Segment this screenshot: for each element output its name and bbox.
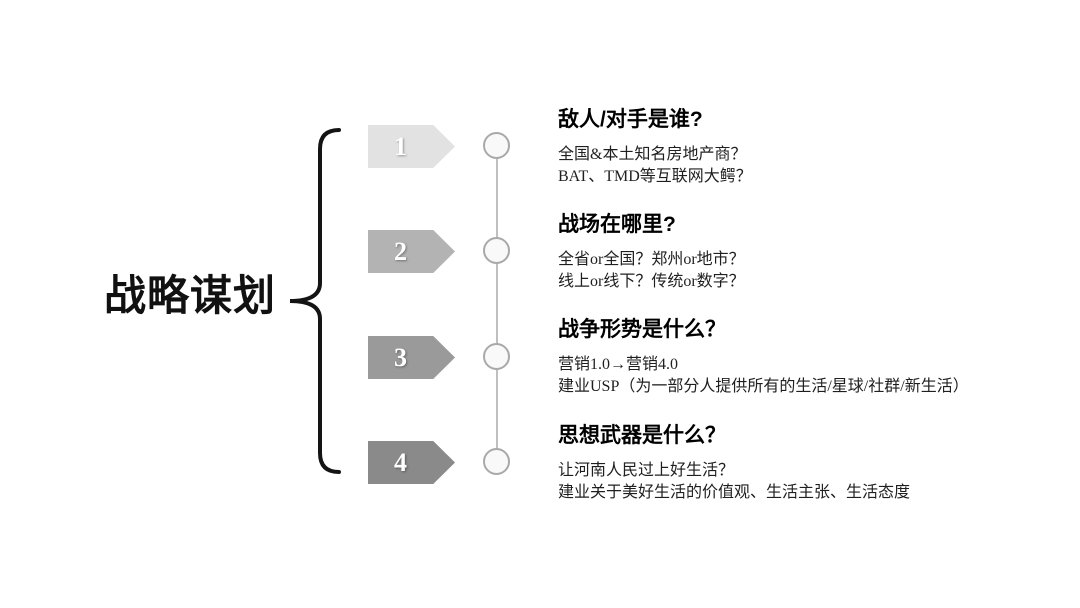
timeline-node-1 <box>483 132 510 159</box>
step-number-4: 4 <box>394 447 407 477</box>
step-detail-line: 营销1.0→营销4.0 <box>558 356 679 373</box>
timeline-node-4 <box>483 448 510 475</box>
step-detail-line: 让河南人民过上好生活？ <box>558 462 735 479</box>
step-number-2: 2 <box>394 236 407 266</box>
curly-brace-icon <box>289 128 341 474</box>
step-block-2: 战场在哪里? 全省or全国？郑州or地市？ 线上or线下？传统or数字？ <box>558 212 1028 293</box>
timeline-connector <box>496 146 498 463</box>
step-number-3: 3 <box>394 342 407 372</box>
step-number-1: 1 <box>394 131 407 161</box>
timeline-node-2 <box>483 237 510 264</box>
step-arrow-4: 4 <box>368 441 455 484</box>
step-detail-line: 建业关于美好生活的价值观、生活主张、生活态度 <box>558 484 911 501</box>
step-heading-4: 思想武器是什么？ <box>558 424 726 447</box>
step-heading-2: 战场在哪里? <box>558 213 676 236</box>
step-arrow-3: 3 <box>368 336 455 379</box>
step-heading-3: 战争形势是什么？ <box>558 318 726 341</box>
step-detail-line: 全国&本土知名房地产商？ <box>558 146 747 163</box>
step-heading-1: 敌人/对手是谁? <box>558 108 703 131</box>
step-arrow-2: 2 <box>368 230 455 273</box>
step-detail-line: BAT、TMD等互联网大鳄？ <box>558 168 752 185</box>
step-arrow-1: 1 <box>368 125 455 168</box>
step-block-1: 敌人/对手是谁? 全国&本土知名房地产商？ BAT、TMD等互联网大鳄？ <box>558 107 1028 188</box>
step-block-4: 思想武器是什么？ 让河南人民过上好生活？ 建业关于美好生活的价值观、生活主张、生… <box>558 423 1028 504</box>
timeline-node-3 <box>483 343 510 370</box>
step-detail-line: 线上or线下？传统or数字？ <box>558 273 745 290</box>
step-detail-line: 全省or全国？郑州or地市？ <box>558 251 745 268</box>
slide-title: 战略谋划 <box>104 274 277 320</box>
step-block-3: 战争形势是什么？ 营销1.0→营销4.0 建业USP（为一部分人提供所有的生活/… <box>558 317 1028 398</box>
step-detail-line: 建业USP（为一部分人提供所有的生活/星球/社群/新生活） <box>558 378 969 395</box>
